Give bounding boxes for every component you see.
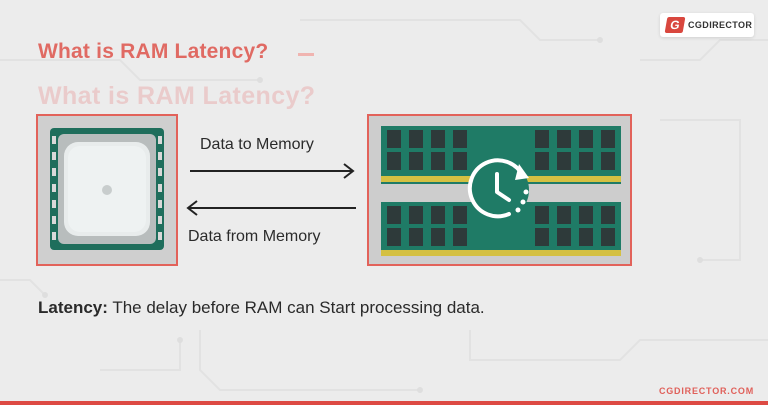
- cgdirector-logo-mark: G: [664, 17, 686, 33]
- latency-definition-text: The delay before RAM can Start processin…: [107, 298, 485, 317]
- title-decoration: [298, 53, 314, 56]
- cpu-chip-icon: [38, 116, 176, 264]
- arrow-right-icon: [190, 163, 355, 179]
- footer-brand: CGDIRECTOR.COM: [658, 386, 754, 396]
- latency-term: Latency:: [38, 298, 108, 317]
- footer-accent-bar: [0, 401, 768, 405]
- cgdirector-logo: G CGDIRECTOR: [660, 13, 754, 37]
- data-from-memory-label: Data from Memory: [188, 228, 321, 245]
- ram-module-icon: [369, 116, 630, 264]
- ram-panel: [367, 114, 632, 266]
- cpu-panel: [36, 114, 178, 266]
- latency-definition: Latency: The delay before RAM can Start …: [38, 298, 485, 318]
- cgdirector-logo-text: CGDIRECTOR: [688, 20, 753, 30]
- data-to-memory-label: Data to Memory: [200, 136, 314, 153]
- arrow-left-icon: [186, 200, 356, 216]
- page-title: What is RAM Latency?: [38, 40, 269, 63]
- clock-refresh-icon: [467, 158, 529, 220]
- title-ghost-echo: What is RAM Latency?: [38, 82, 316, 110]
